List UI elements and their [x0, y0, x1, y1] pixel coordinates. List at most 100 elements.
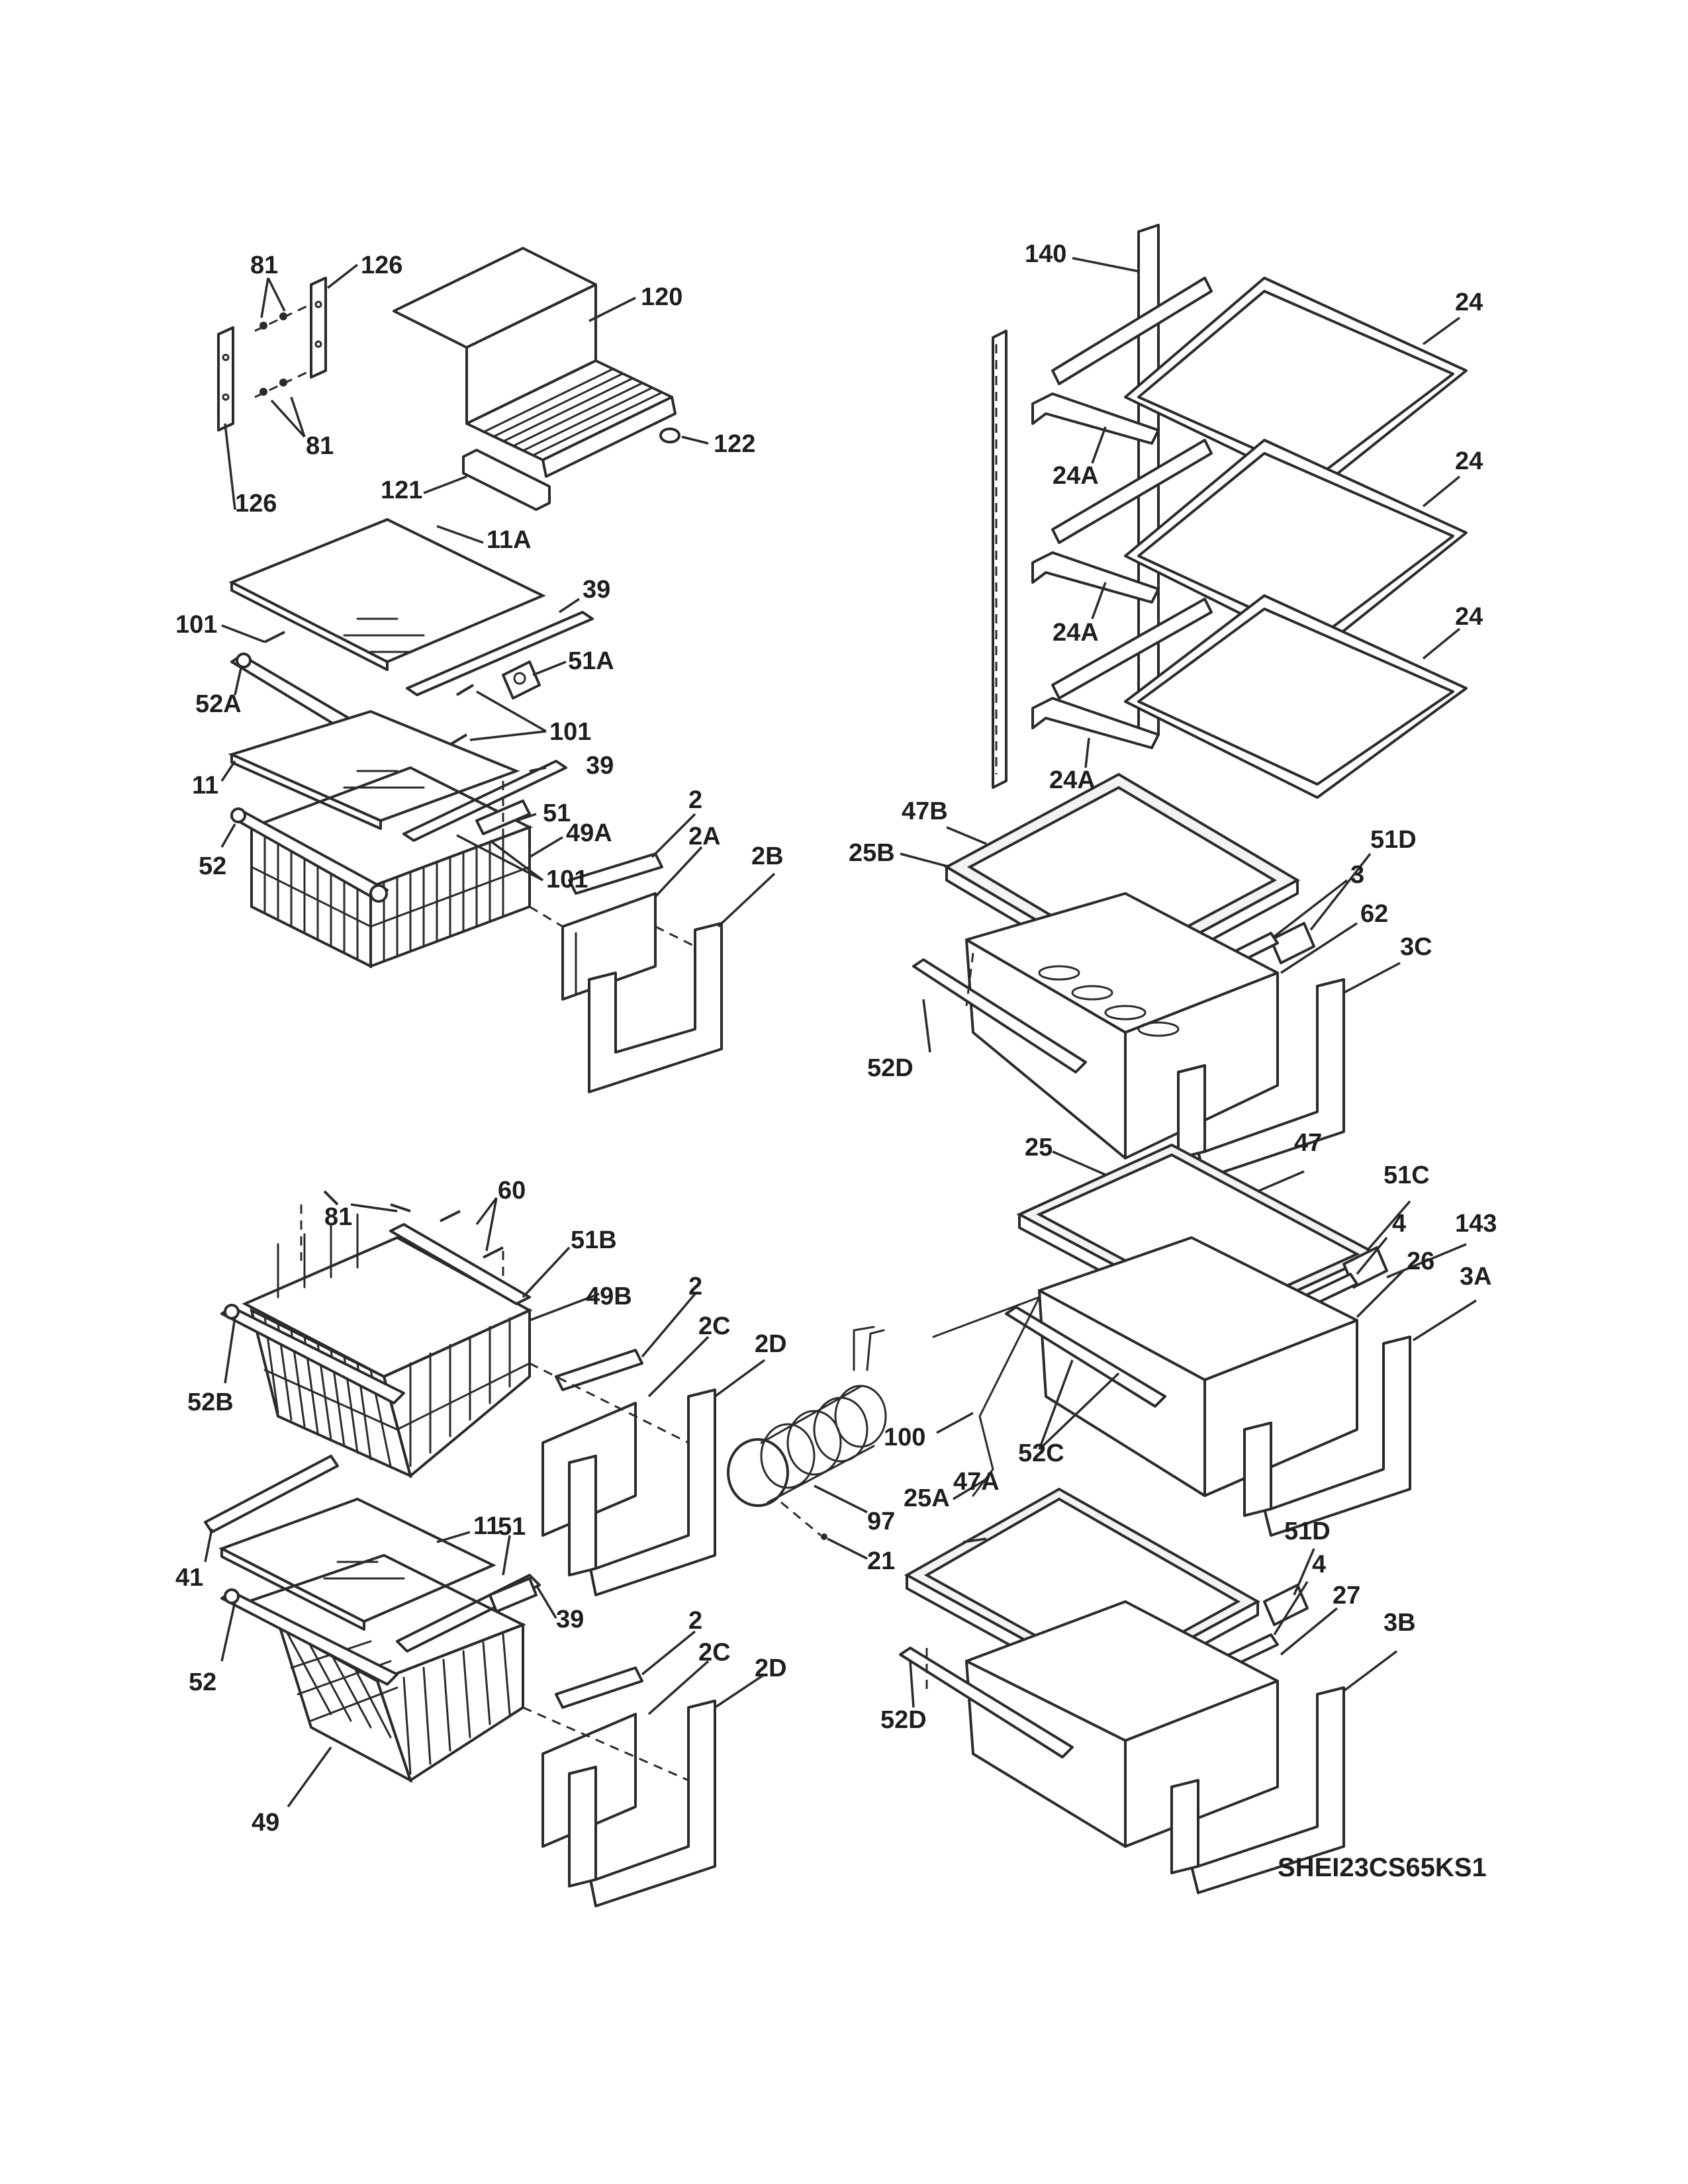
callout-101-a: 101	[175, 611, 218, 639]
trim-41	[204, 1455, 339, 1533]
callout-81-b: 81	[306, 432, 334, 460]
callout-81-a: 81	[250, 251, 279, 279]
callout-101-c: 101	[546, 866, 588, 893]
callout-2D-a: 2D	[755, 1330, 787, 1358]
callout-2-b: 2	[688, 1273, 703, 1300]
callout-39-a: 39	[583, 576, 611, 604]
door-frame-2D-upper	[568, 1388, 716, 1596]
callout-2A: 2A	[688, 823, 721, 850]
glass-shelf-11A	[228, 518, 546, 671]
callout-51-a: 51	[543, 799, 571, 827]
callout-51B: 51B	[571, 1226, 617, 1254]
callout-2C-b: 2C	[698, 1639, 731, 1666]
bracket-rail-126-upper	[310, 277, 327, 379]
shelf-rail-121	[462, 449, 551, 511]
screws-101-a	[264, 631, 475, 746]
callout-11-a: 11	[192, 772, 219, 799]
callout-126-a: 126	[361, 251, 403, 279]
trim-39-middle	[402, 760, 567, 842]
callout-24A-a: 24A	[1053, 462, 1099, 490]
rail-52C	[1005, 1306, 1166, 1408]
callout-100: 100	[884, 1424, 926, 1451]
callout-101-b: 101	[549, 718, 592, 746]
screw-21	[780, 1501, 827, 1540]
callout-3C: 3C	[1400, 933, 1432, 961]
door-frame-3C	[1177, 978, 1345, 1179]
callout-97: 97	[867, 1508, 896, 1535]
callout-47: 47	[1294, 1129, 1323, 1157]
bin-24-bottom	[1051, 594, 1468, 799]
rail-52B	[220, 1304, 405, 1404]
callout-49: 49	[252, 1809, 280, 1837]
guide-dashes-lower-left	[522, 952, 974, 1782]
slide-51-lower	[489, 1577, 538, 1613]
callout-51A: 51A	[568, 647, 614, 675]
callout-51D-b: 51D	[1284, 1518, 1331, 1545]
callout-11A: 11A	[487, 526, 532, 554]
heater-coil-97	[727, 1326, 887, 1507]
callout-25: 25	[1025, 1134, 1053, 1161]
callout-2C-a: 2C	[698, 1312, 731, 1340]
bracket-24A-middle	[1031, 551, 1160, 604]
slide-51D-upper	[1270, 922, 1315, 964]
callout-51D-a: 51D	[1370, 826, 1417, 854]
callout-4-a: 4	[1392, 1210, 1407, 1238]
callout-3B: 3B	[1383, 1609, 1416, 1637]
callout-24-a: 24	[1455, 289, 1483, 316]
callout-3: 3	[1350, 861, 1365, 889]
slide-51D-lower	[1263, 1584, 1309, 1626]
handle-2-lower	[555, 1666, 643, 1709]
bracket-24A-bottom	[1031, 697, 1160, 749]
callout-24A-b: 24A	[1053, 619, 1099, 647]
callout-4-b: 4	[1312, 1551, 1327, 1578]
callout-81-c: 81	[324, 1203, 353, 1231]
callout-47A: 47A	[953, 1468, 1000, 1496]
callout-3A: 3A	[1460, 1263, 1492, 1291]
callout-39-b: 39	[586, 752, 614, 780]
slide-51A	[502, 660, 541, 700]
callout-41: 41	[175, 1564, 204, 1592]
door-panel-2A	[561, 892, 657, 1001]
model-number: SHEI23CS65KS1	[1278, 1853, 1487, 1882]
rail-52-lower	[220, 1588, 399, 1686]
callout-2-c: 2	[688, 1607, 703, 1635]
callout-51-b: 51	[498, 1513, 526, 1541]
callout-27: 27	[1333, 1582, 1361, 1610]
guide-dashes-upper-left	[502, 781, 696, 948]
callout-121: 121	[381, 477, 423, 504]
callout-47B: 47B	[902, 797, 948, 825]
door-frame-2B	[588, 922, 723, 1093]
callout-62: 62	[1360, 900, 1389, 928]
callout-25A: 25A	[904, 1484, 950, 1512]
callout-52-b: 52	[189, 1668, 217, 1696]
callout-2-a: 2	[688, 786, 703, 814]
door-frame-2D-lower	[568, 1700, 716, 1907]
rail-52D-lower	[899, 1647, 1074, 1758]
shelf-assembly-120	[393, 247, 680, 478]
screws-81	[254, 304, 308, 398]
callout-24-b: 24	[1455, 447, 1483, 475]
callout-11-b: 11	[473, 1512, 500, 1540]
callout-49B: 49B	[586, 1283, 632, 1310]
bracket-24A-top	[1031, 392, 1160, 445]
callout-39-c: 39	[556, 1606, 585, 1633]
callout-24A-c: 24A	[1049, 766, 1096, 794]
cabinet-outline-100	[932, 1295, 1042, 1497]
door-frame-3B	[1170, 1686, 1345, 1894]
callout-49A: 49A	[566, 819, 612, 847]
callout-52-a: 52	[199, 852, 227, 880]
callout-126-b: 126	[235, 490, 277, 518]
callout-140: 140	[1025, 240, 1067, 268]
callout-21: 21	[867, 1547, 896, 1575]
door-frame-3A	[1243, 1336, 1411, 1537]
callout-52A: 52A	[195, 690, 242, 718]
callout-52D-b: 52D	[880, 1706, 927, 1734]
callout-52B: 52B	[187, 1388, 234, 1416]
callout-51C: 51C	[1383, 1161, 1430, 1189]
callout-143: 143	[1455, 1210, 1497, 1238]
handle-2-middle	[555, 1349, 643, 1391]
callout-25B: 25B	[849, 839, 895, 867]
slide-51B	[389, 1223, 531, 1305]
